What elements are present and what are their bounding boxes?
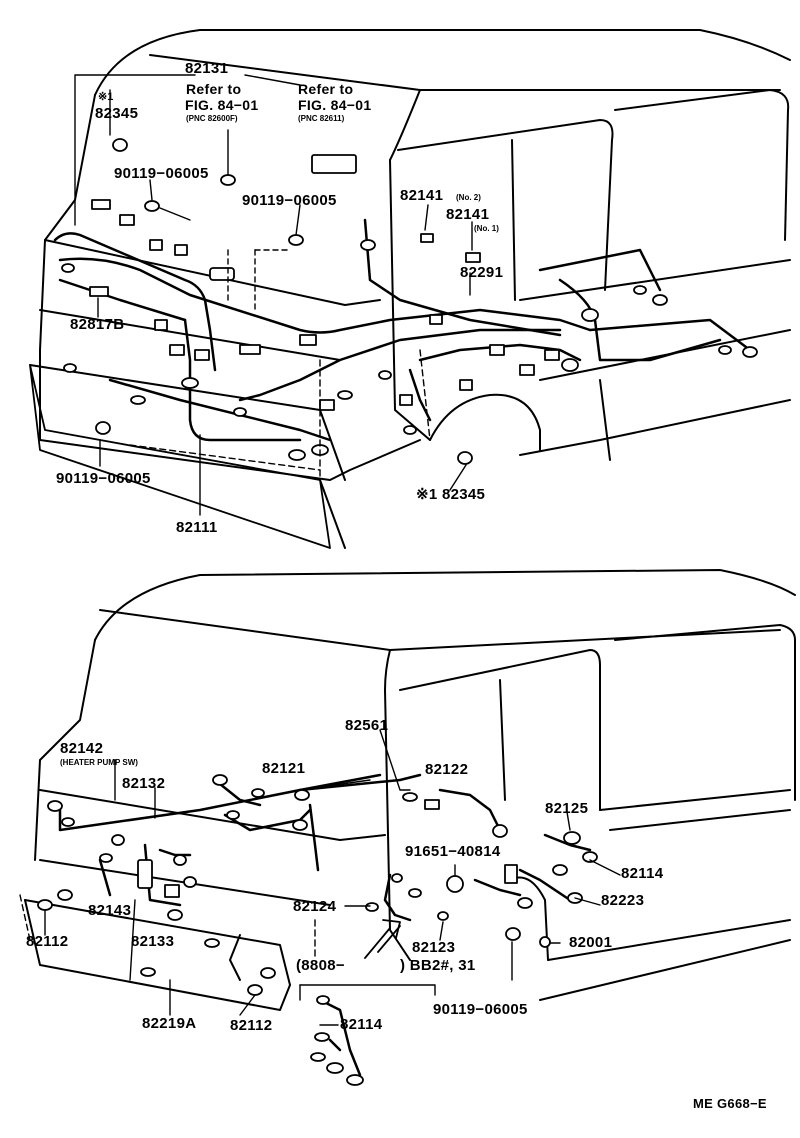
- callout-82131: 82131: [185, 60, 229, 77]
- lower-connectors: [37, 774, 598, 1086]
- callout-82114-a: 82114: [621, 865, 664, 882]
- drawing-code: ME G668−E: [693, 1096, 767, 1111]
- callout-82141-no1: 82141: [446, 206, 490, 223]
- callout-82112-b: 82112: [230, 1017, 273, 1034]
- callout-82122: 82122: [425, 761, 469, 778]
- lower-leader-lines: [19, 729, 621, 1026]
- heater-pump-sw-label: (HEATER PUMP SW): [60, 758, 138, 767]
- upper-harness-main: [53, 218, 752, 442]
- callout-82133: 82133: [131, 933, 175, 950]
- upper-body-outline: [29, 29, 791, 549]
- callout-82291: 82291: [460, 264, 504, 281]
- callout-82001: 82001: [569, 934, 613, 951]
- callout-82142: 82142: [60, 740, 104, 757]
- callout-82124: 82124: [293, 898, 337, 915]
- callout-82561: 82561: [345, 717, 389, 734]
- no2-label: (No. 2): [456, 193, 481, 202]
- pnc-ref-a: (PNC 82600F): [186, 114, 238, 123]
- callout-82114-b: 82114: [340, 1016, 383, 1033]
- callout-90119-b: 90119−06005: [242, 192, 337, 209]
- upper-leader-lines: [74, 74, 473, 516]
- callout-90119-c: 90119−06005: [56, 470, 151, 487]
- no1-label: (No. 1): [474, 224, 499, 233]
- callout-82141-no2: 82141: [400, 187, 444, 204]
- range-close-bb2: ) BB2#, 31: [400, 957, 476, 974]
- callout-91651: 91651−40814: [405, 843, 501, 860]
- callout-82123: 82123: [412, 939, 456, 956]
- callout-90119-a: 90119−06005: [114, 165, 209, 182]
- refer-to-a: Refer to: [186, 81, 242, 97]
- callout-82345-top: 82345: [95, 105, 139, 122]
- callout-82121: 82121: [262, 760, 306, 777]
- callout-82132: 82132: [122, 775, 166, 792]
- callout-82223: 82223: [601, 892, 645, 909]
- refer-to-b: Refer to: [298, 81, 354, 97]
- fig-ref-b: FIG. 84−01: [298, 97, 372, 113]
- pnc-ref-b: (PNC 82611): [298, 114, 345, 123]
- range-open: (8808−: [296, 957, 345, 974]
- lower-harness: [58, 773, 592, 1077]
- lower-arrow: [364, 919, 401, 959]
- callout-90119-d: 90119−06005: [433, 1001, 528, 1018]
- callout-82112-a: 82112: [26, 933, 69, 950]
- upper-connectors: [61, 138, 758, 465]
- callout-82111: 82111: [176, 519, 218, 536]
- callout-82219a: 82219A: [142, 1015, 197, 1032]
- lower-body-outline: [24, 569, 796, 1011]
- callout-82345-bottom: ※1 82345: [416, 486, 486, 503]
- callout-82817b: 82817B: [70, 316, 125, 333]
- fig-ref-a: FIG. 84−01: [185, 97, 259, 113]
- callout-82143: 82143: [88, 902, 132, 919]
- star-mark-top: ※1: [98, 91, 114, 103]
- callout-82125: 82125: [545, 800, 589, 817]
